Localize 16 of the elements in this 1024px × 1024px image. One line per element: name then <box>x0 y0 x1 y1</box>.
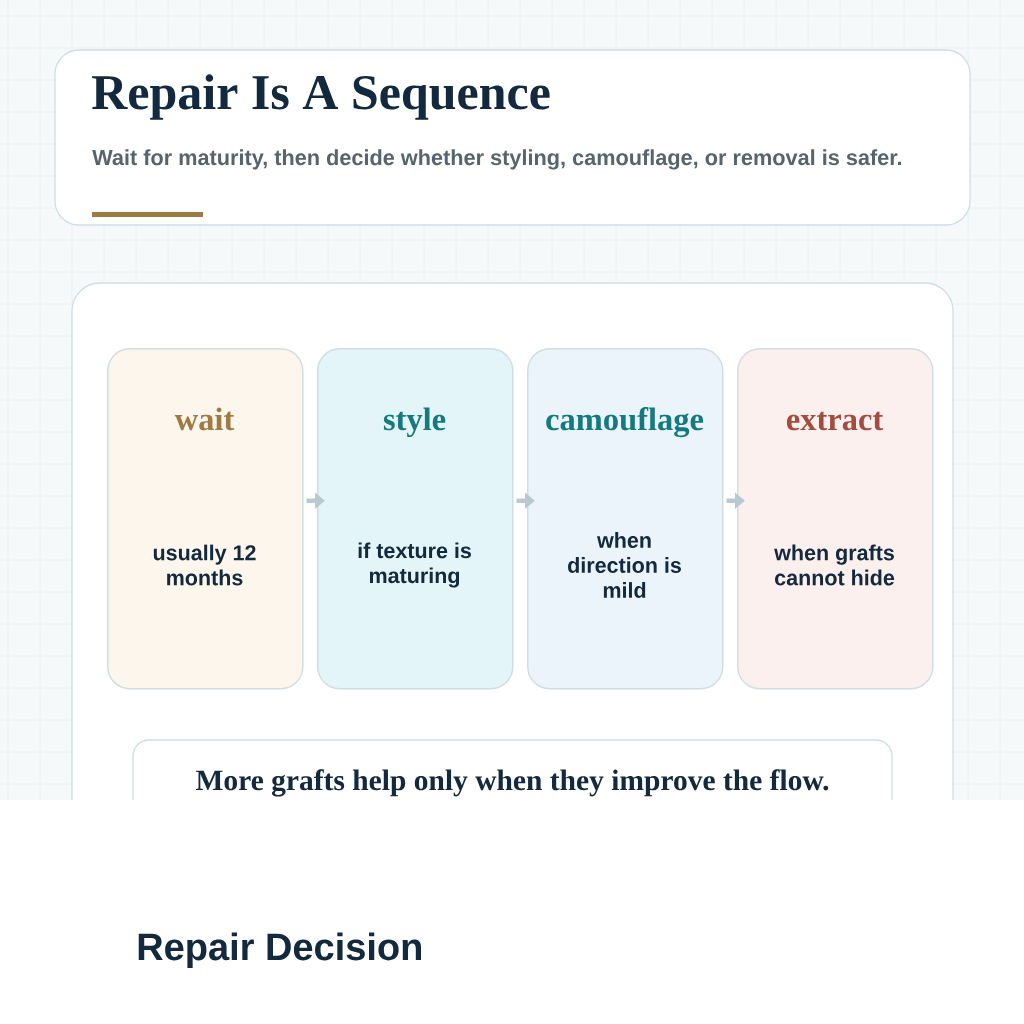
step-card <box>737 348 934 690</box>
step-card <box>107 348 304 690</box>
subtitle: Wait for maturity, then decide whether styling, camouflage, or removal is safer. <box>92 149 902 170</box>
step-card <box>527 348 724 690</box>
step-description: if texture is maturing <box>358 542 471 588</box>
step-description: when grafts cannot hide <box>774 544 895 586</box>
step-heading: wait <box>174 407 235 431</box>
step-heading: extract <box>786 411 884 431</box>
step-card <box>317 348 514 690</box>
note-box: More grafts help only when they improve the flow. <box>132 739 893 801</box>
title: Repair Is A Sequence <box>92 74 550 120</box>
step-description: usually 12 months <box>153 544 256 586</box>
step-description: when direction is mild <box>568 532 681 598</box>
step-heading: camouflage <box>546 407 704 438</box>
step-heading: style <box>383 407 446 437</box>
footer-title: Repair Decision <box>138 932 421 968</box>
